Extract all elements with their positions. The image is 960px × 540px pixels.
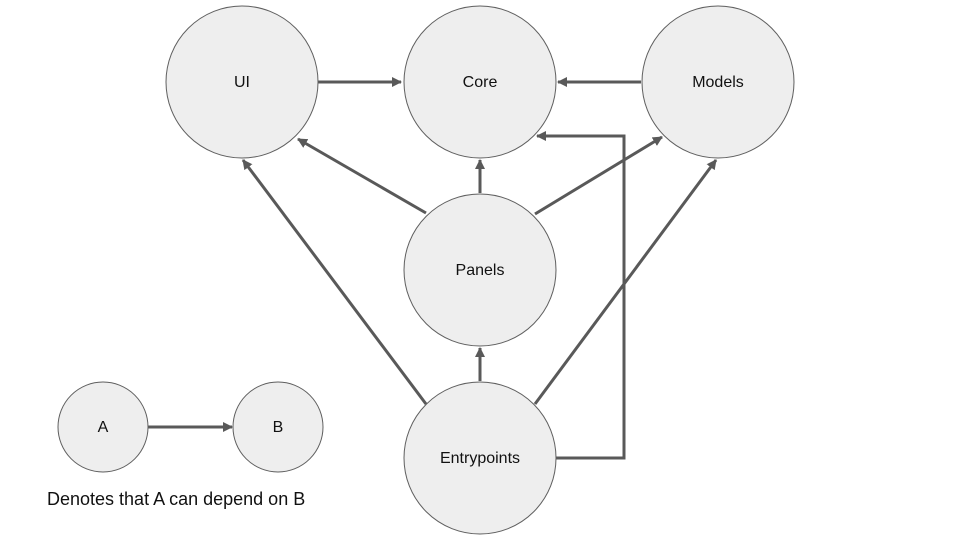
node-ui-label: UI	[234, 74, 250, 91]
legend-node-b-circle	[232, 381, 324, 473]
edge-panels-to-models	[534, 135, 663, 216]
edges	[148, 77, 718, 460]
legend-node-a-circle	[57, 381, 149, 473]
edge-entrypoints-to-ui	[241, 159, 428, 405]
node-ui: UI	[165, 5, 319, 159]
node-core: Core	[403, 5, 557, 159]
node-models-circle	[641, 5, 795, 159]
node-entrypoints-label: Entrypoints	[440, 450, 520, 467]
node-core-label: Core	[463, 74, 498, 91]
node-entrypoints: Entrypoints	[403, 381, 557, 535]
edge-entrypoints-to-core	[536, 131, 626, 460]
node-panels: Panels	[403, 193, 557, 347]
edge-panels-to-ui	[297, 137, 427, 215]
legend-node-b-label: B	[273, 419, 284, 436]
legend-node-a-label: A	[98, 419, 109, 436]
legend-caption: Denotes that A can depend on B	[47, 489, 306, 509]
node-panels-label: Panels	[456, 262, 505, 279]
node-models-label: Models	[692, 74, 744, 91]
legend-node-b: B	[232, 381, 324, 473]
node-ui-circle	[165, 5, 319, 159]
node-panels-circle	[403, 193, 557, 347]
node-models: Models	[641, 5, 795, 159]
legend-node-a: A	[57, 381, 149, 473]
node-entrypoints-circle	[403, 381, 557, 535]
node-core-circle	[403, 5, 557, 159]
